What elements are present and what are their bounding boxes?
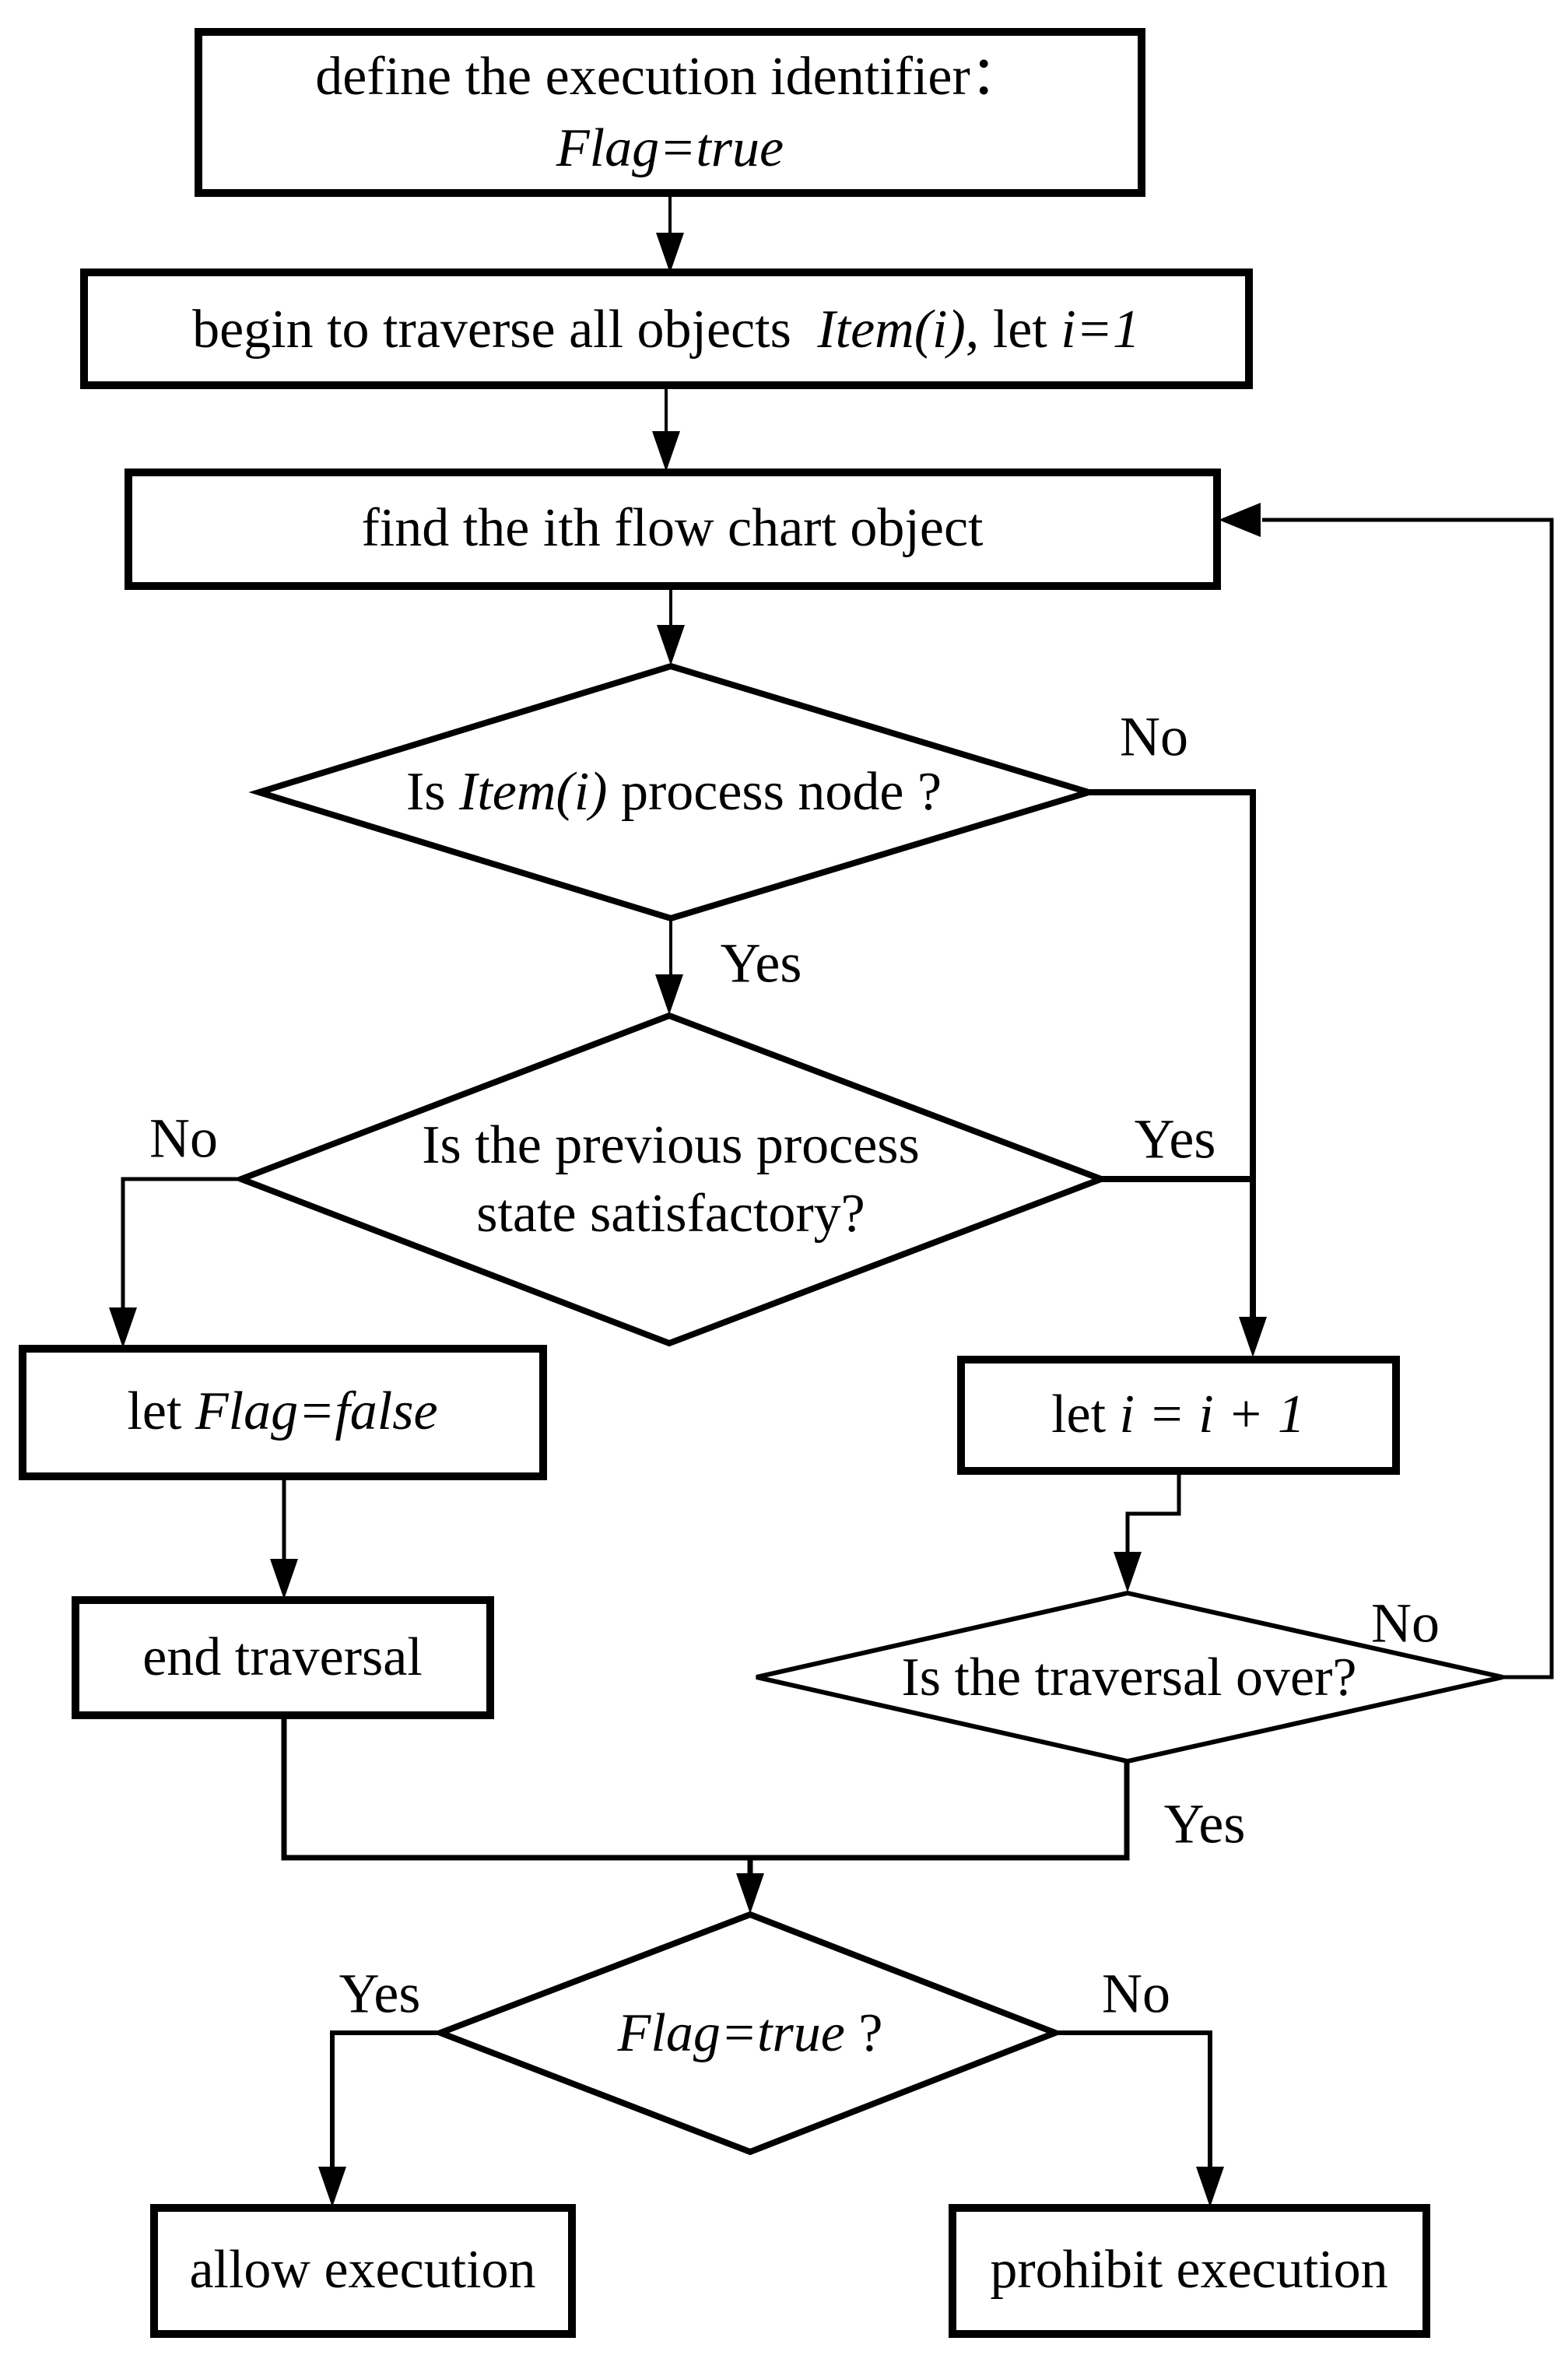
edge-flagcheck-no xyxy=(1055,2030,1212,2170)
label-traversal-over-no: No xyxy=(1371,1592,1440,1655)
edge-flagcheck-yes xyxy=(330,2030,440,2170)
arrowhead-into-increment xyxy=(1239,1317,1267,1357)
shape-prohibit-execution-box xyxy=(949,2204,1430,2338)
shape-allow-execution-box xyxy=(150,2204,576,2338)
find-object-text: find the ith flow chart object xyxy=(361,498,984,558)
arrowhead-feedback-into-find xyxy=(1219,503,1261,537)
arrowhead-into-prohibit xyxy=(1196,2167,1224,2207)
node-increment-index-label: let i = i + 1 xyxy=(1051,1388,1305,1442)
begin-traverse-text: begin to traverse all objects xyxy=(192,300,805,360)
arrowhead-into-allow xyxy=(318,2167,346,2207)
define-identifier-line1: define the execution identifier： xyxy=(315,47,1025,107)
edge-increment-to-traversal-over xyxy=(1125,1471,1181,1555)
arrowhead-into-previous-state xyxy=(655,974,683,1015)
previous-state-line1: Is the previous process xyxy=(422,1115,920,1175)
shape-is-traversal-over-diamond xyxy=(756,1590,1503,1764)
arrowhead-into-end-traversal xyxy=(270,1559,298,1599)
shape-is-process-node-diamond xyxy=(248,662,1100,922)
previous-state-line2: state satisfactory? xyxy=(476,1184,865,1244)
flag-check-expr: Flag=true xyxy=(617,2003,845,2063)
arrowhead-into-find xyxy=(652,431,680,472)
edge-process-node-no xyxy=(1089,789,1256,1319)
arrowhead-into-traversal-over xyxy=(1114,1552,1142,1592)
shape-flag-check-diamond xyxy=(431,1911,1065,2156)
node-allow-execution-label: allow execution xyxy=(189,2243,535,2297)
begin-traverse-i-equals-1: i=1 xyxy=(1061,300,1140,360)
node-end-traversal-label: end traversal xyxy=(142,1630,423,1685)
node-previous-state-label: Is the previous process state satisfacto… xyxy=(422,1111,920,1248)
shape-end-traversal-box xyxy=(72,1596,494,1719)
node-begin-traverse-label: begin to traverse all objects Item(i), l… xyxy=(192,303,1140,357)
node-define-identifier-label: define the execution identifier： Flag=tr… xyxy=(315,41,1025,184)
prohibit-execution-text: prohibit execution xyxy=(990,2240,1388,2300)
allow-execution-text: allow execution xyxy=(189,2240,536,2300)
shape-set-flag-false-box xyxy=(19,1345,547,1480)
increment-index-expr: i = i + 1 xyxy=(1119,1385,1305,1444)
begin-traverse-item-i: Item(i) xyxy=(817,300,966,360)
shape-find-object-box xyxy=(125,469,1221,590)
label-previous-state-no: No xyxy=(149,1107,218,1170)
edge-traversal-over-no-feedback xyxy=(1262,518,1554,1679)
label-flag-check-yes: Yes xyxy=(339,1962,421,2025)
label-process-node-yes: Yes xyxy=(720,932,802,995)
label-process-node-no: No xyxy=(1120,705,1188,768)
shape-begin-traverse-box xyxy=(80,268,1253,389)
arrowhead-into-flagcheck xyxy=(736,1873,764,1914)
label-traversal-over-yes: Yes xyxy=(1163,1792,1246,1855)
node-prohibit-execution-label: prohibit execution xyxy=(990,2243,1387,2297)
label-previous-state-yes: Yes xyxy=(1134,1107,1216,1170)
node-find-object-label: find the ith flow chart object xyxy=(362,501,984,556)
label-flag-check-no: No xyxy=(1102,1962,1170,2025)
set-flag-false-expr: Flag=false xyxy=(195,1381,438,1441)
arrowhead-into-process-node xyxy=(657,625,685,665)
is-process-node-item-i: Item(i) xyxy=(459,762,608,822)
is-process-node-question: process node ? xyxy=(607,762,942,822)
flag-check-question: ? xyxy=(844,2003,883,2063)
edge-merge-line xyxy=(281,1715,1130,1861)
increment-index-let: let xyxy=(1051,1385,1120,1444)
shape-previous-state-diamond xyxy=(232,1012,1110,1347)
begin-traverse-let: , let xyxy=(965,300,1061,360)
end-traversal-text: end traversal xyxy=(142,1627,423,1687)
is-traversal-over-text: Is the traversal over? xyxy=(901,1648,1357,1707)
define-identifier-line2: Flag=true xyxy=(556,118,784,178)
shape-increment-index-box xyxy=(957,1356,1400,1475)
edge-previous-state-no xyxy=(121,1177,241,1311)
node-flag-check-label: Flag=true ? xyxy=(618,2006,883,2061)
is-process-node-is: Is xyxy=(405,762,460,822)
node-set-flag-false-label: let Flag=false xyxy=(127,1385,437,1439)
node-is-process-node-label: Is Item(i) process node ? xyxy=(406,765,942,820)
arrowhead-into-flagfalse xyxy=(109,1307,137,1348)
node-is-traversal-over-label: Is the traversal over? xyxy=(902,1651,1357,1705)
shape-define-identifier-box xyxy=(195,28,1145,197)
arrowhead-into-begin xyxy=(656,233,684,273)
set-flag-false-let: let xyxy=(127,1381,195,1441)
